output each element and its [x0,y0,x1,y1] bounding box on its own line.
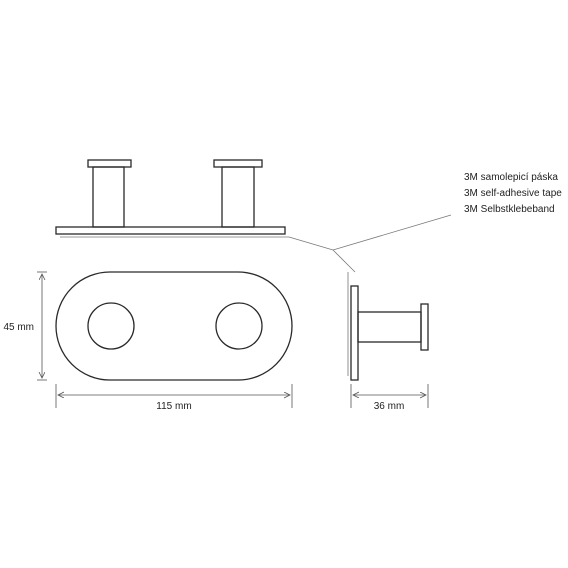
side-view [347,272,429,381]
base-plate-side [350,285,359,381]
callout-line-cz: 3M samolepicí páska [464,172,558,183]
height-label: 45 mm [3,322,34,333]
hook-circle-left [87,302,135,350]
right-hook-top [213,159,263,228]
front-view [55,271,293,381]
width-label: 115 mm [156,401,191,412]
oval-plate [55,271,293,381]
depth-dimension: 36 mm [350,384,429,412]
width-dimension: 115 mm [55,384,293,412]
hook-stem-side [357,311,422,343]
top-view [55,159,289,238]
callout-line-de: 3M Selbstklebeband [464,204,555,215]
hook-circle-right [215,302,263,350]
height-dimension: 45 mm [3,271,47,381]
hook-cap-side [420,303,429,351]
base-plate-top [55,226,286,235]
tape-callout: 3M samolepicí páska 3M self-adhesive tap… [288,172,562,273]
left-hook-top [87,159,132,228]
depth-label: 36 mm [374,401,405,412]
callout-line-en: 3M self-adhesive tape [464,188,562,199]
